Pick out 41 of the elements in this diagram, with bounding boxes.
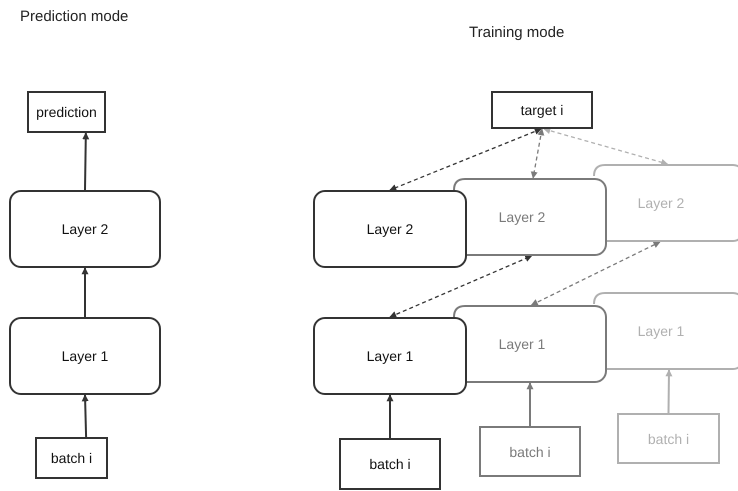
data-box <box>27 91 106 133</box>
dashed-arrow <box>389 128 542 191</box>
node-label: Layer 1 <box>62 348 108 364</box>
arrow <box>82 132 90 190</box>
node-label: Layer 2 <box>638 195 684 211</box>
layer-box <box>313 317 467 395</box>
dashed-arrow <box>530 241 660 306</box>
node-label: Layer 2 <box>366 221 414 237</box>
node-label: Layer 1 <box>638 323 684 339</box>
node-label: batch i <box>509 444 551 460</box>
node-label: batch i <box>369 456 411 472</box>
arrow <box>386 394 394 438</box>
node-label: batch i <box>50 450 92 466</box>
layer-box <box>467 178 607 256</box>
section-title: Prediction mode <box>20 8 128 25</box>
dashed-arrow <box>389 255 532 318</box>
data-box <box>35 437 108 479</box>
data-box <box>491 91 593 129</box>
node-label: prediction <box>36 104 97 120</box>
layer-box <box>9 317 161 395</box>
node-label: target i <box>520 102 564 118</box>
arrow <box>82 394 89 438</box>
layer-box <box>313 190 467 268</box>
arrow <box>665 369 672 414</box>
dashed-arrow <box>543 127 668 166</box>
data-box <box>617 413 720 464</box>
node-label: Layer 2 <box>498 209 546 225</box>
node-label: Layer 2 <box>62 221 108 237</box>
arrow <box>526 382 534 426</box>
layer-box <box>607 292 738 370</box>
node-label: Layer 1 <box>498 336 546 352</box>
dashed-arrow <box>530 128 544 179</box>
layer-box <box>467 305 607 383</box>
node-label: batch i <box>648 430 690 446</box>
layer-box <box>607 164 738 242</box>
arrow <box>82 267 88 317</box>
data-box <box>339 438 441 490</box>
data-box <box>479 426 581 477</box>
section-title: Training mode <box>469 24 564 41</box>
layer-box <box>9 190 161 268</box>
node-label: Layer 1 <box>366 348 414 364</box>
